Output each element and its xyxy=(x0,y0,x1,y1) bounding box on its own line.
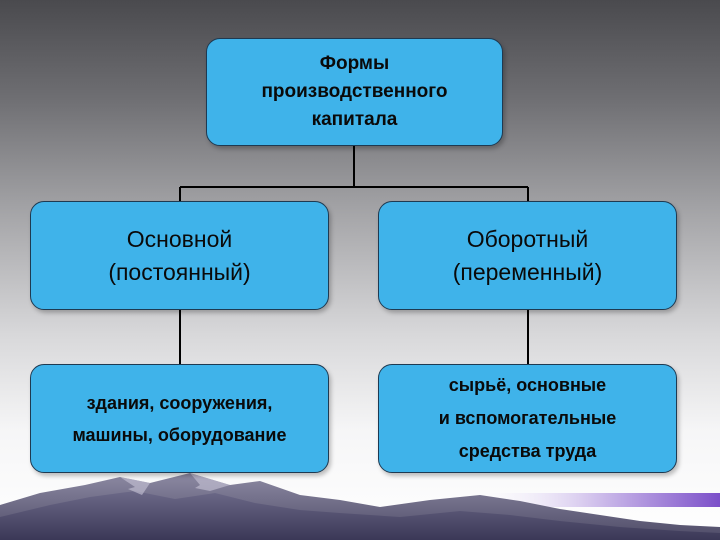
node-fixed-capital-label: Основной (постоянный) xyxy=(108,225,251,285)
mountain-landscape xyxy=(0,473,720,540)
node-working-capital-examples: сырьё, основные и вспомогательные средст… xyxy=(378,364,677,473)
node-working-capital-examples-label: сырьё, основные и вспомогательные средст… xyxy=(438,375,617,461)
node-fixed-capital-examples-label: здания, сооружения, машины, оборудование xyxy=(72,392,287,445)
root-node: Формы производственного капитала xyxy=(206,38,503,146)
node-working-capital: Оборотный (переменный) xyxy=(378,201,677,310)
node-fixed-capital: Основной (постоянный) xyxy=(30,201,329,310)
root-node-label: Формы производственного капитала xyxy=(261,53,448,130)
node-working-capital-label: Оборотный (переменный) xyxy=(452,225,603,285)
node-fixed-capital-examples: здания, сооружения, машины, оборудование xyxy=(30,364,329,473)
